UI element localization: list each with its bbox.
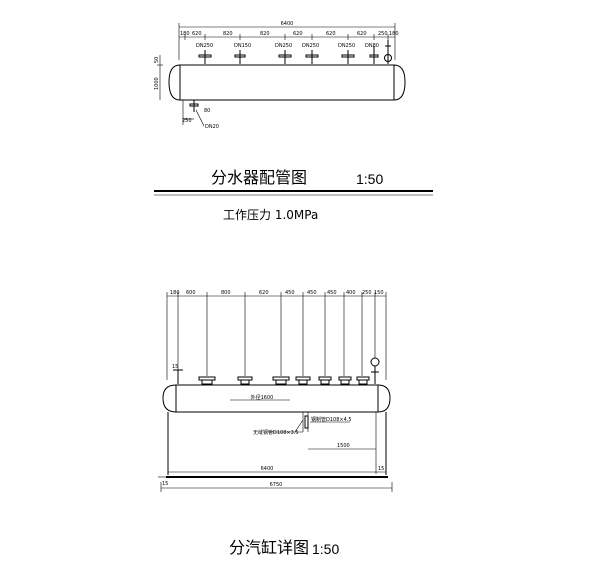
top-nozzle-label-6: DN80 (365, 43, 379, 49)
bot-seg-dim-2: 600 (186, 290, 196, 296)
bot-seg-dim-9: 250 (362, 290, 372, 296)
top-seg-dim-9: 180 (389, 31, 399, 37)
bot-title: 分汽缸详图 (229, 538, 309, 557)
top-scale: 1:50 (356, 171, 383, 187)
bot-seg-dim-5: 450 (285, 290, 295, 296)
top-seg-dim-7: 620 (357, 31, 367, 37)
top-vessel-body (168, 64, 406, 101)
top-seg-dim-1: 180 (180, 31, 190, 37)
top-height-dim: 1000 (154, 77, 160, 90)
bot-left-pipe-label: 无缝钢管D108×3.5 (253, 429, 299, 436)
bot-length-dim: 6400 (261, 466, 274, 472)
top-title: 分水器配管图 (211, 168, 307, 187)
top-drain-dim-b: 80 (204, 108, 210, 114)
bot-seg-dim-10: 150 (374, 290, 384, 296)
bot-body-label: 外径1600 (251, 394, 274, 401)
bot-seg-dim-1: 180 (170, 290, 180, 296)
bot-seg-dim-8: 400 (346, 290, 356, 296)
bot-seg-dim-7: 450 (327, 290, 337, 296)
top-flange-dim: 50 (154, 57, 160, 63)
top-distributor-drawing: 6400 180 620 820 820 620 620 620 250 180… (154, 21, 433, 222)
top-nozzles (198, 40, 392, 64)
top-nozzle-label-5: DN250 (338, 43, 355, 49)
top-seg-dim-6: 620 (326, 31, 336, 37)
bot-inner-dim: 1500 (337, 443, 350, 449)
top-seg-dim-2: 620 (192, 31, 202, 37)
bot-scale: 1:50 (312, 541, 339, 557)
bottom-steam-header-drawing: 180 600 800 620 450 450 450 400 250 150 … (158, 290, 393, 557)
top-seg-dim-4: 820 (260, 31, 270, 37)
top-pressure: 工作压力 1.0MPa (223, 208, 318, 222)
top-nozzle-label-1: DN250 (196, 43, 213, 49)
top-seg-dim-5: 620 (293, 31, 303, 37)
bot-right-small-dim: 15 (378, 466, 384, 472)
bot-left-small-dim: 15 (172, 364, 178, 370)
bot-seg-dim-4: 620 (259, 290, 269, 296)
bot-total-dim: 6750 (270, 482, 283, 488)
top-nozzle-label-2: DN150 (234, 43, 251, 49)
bot-nozzles (173, 357, 380, 385)
top-drain-label: DN20 (205, 124, 219, 130)
bot-seg-dim-3: 800 (221, 290, 231, 296)
top-seg-dim-3: 820 (223, 31, 233, 37)
top-nozzle-label-4: DN250 (302, 43, 319, 49)
bot-left-end-dim: 15 (162, 481, 168, 487)
top-total-dim: 6400 (281, 21, 294, 27)
bot-right-pipe-label: 钢制管D108×4.5 (311, 416, 352, 423)
top-seg-dim-8: 250 (378, 31, 388, 37)
bot-header-body (162, 384, 391, 413)
bot-seg-dim-6: 450 (307, 290, 317, 296)
top-drain-dim-a: 250 (182, 118, 192, 124)
top-nozzle-label-3: DN250 (275, 43, 292, 49)
